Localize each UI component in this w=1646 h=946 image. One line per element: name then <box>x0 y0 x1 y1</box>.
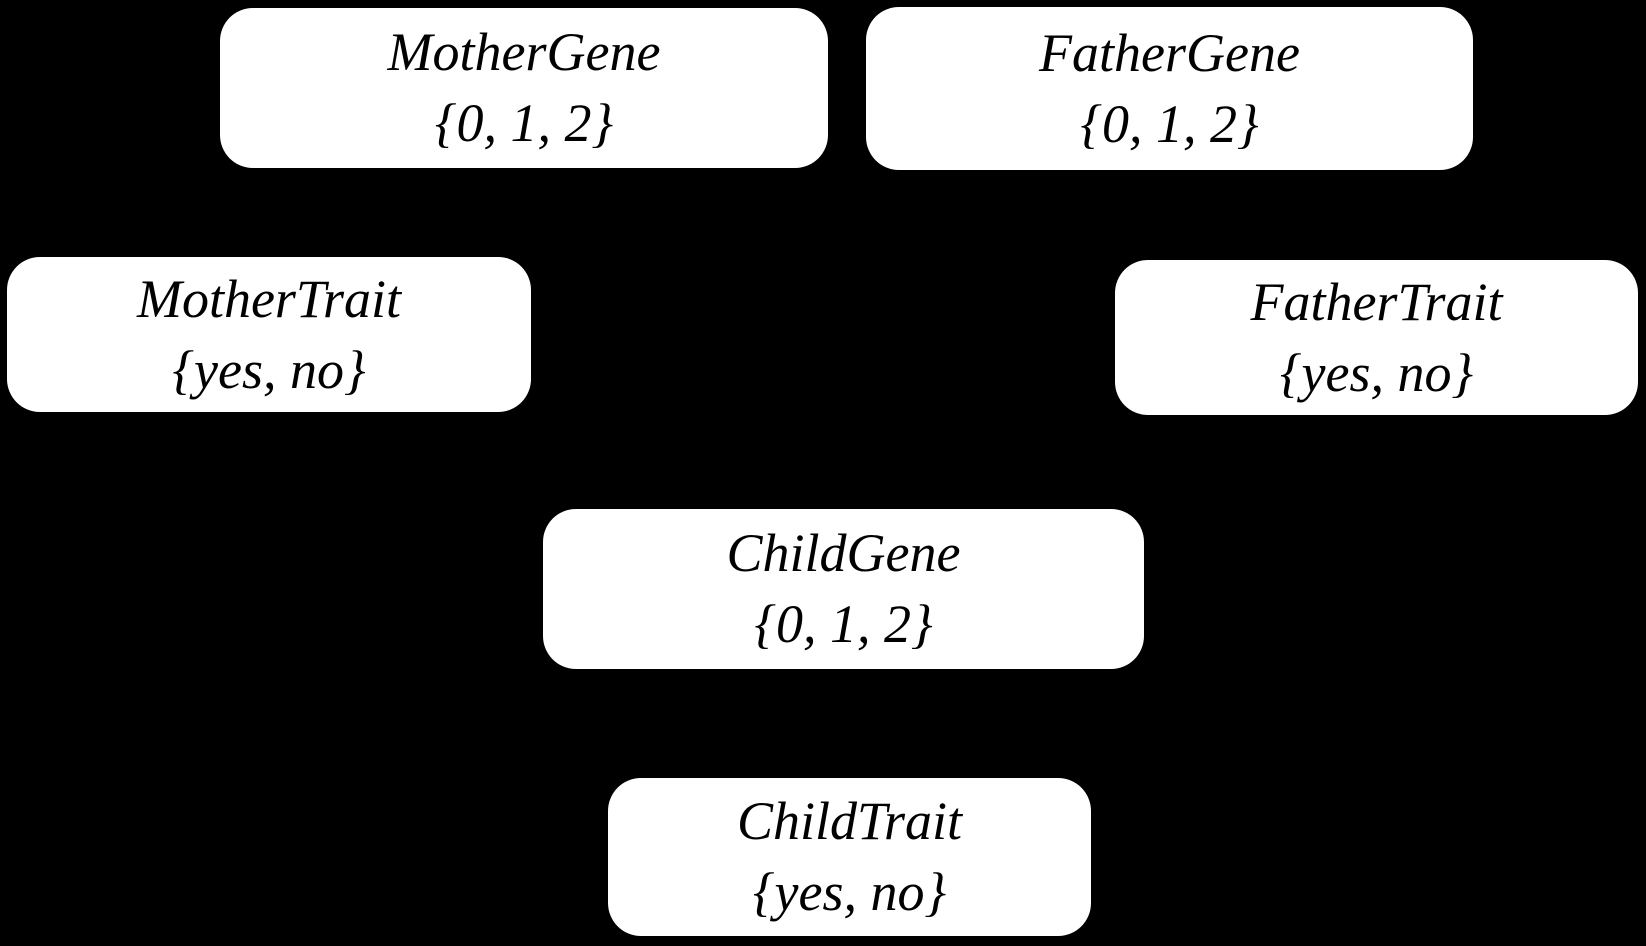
node-father-gene-domain: {0, 1, 2} <box>1080 93 1259 154</box>
node-child-trait-domain: {yes, no} <box>752 862 947 922</box>
node-child-gene-domain: {0, 1, 2} <box>754 594 933 654</box>
node-mother-trait-label: MotherTrait <box>136 268 402 329</box>
node-father-gene-label: FatherGene <box>1039 22 1300 83</box>
node-father-trait: FatherTrait {yes, no} <box>1115 260 1638 415</box>
node-child-gene: ChildGene {0, 1, 2} <box>543 509 1144 669</box>
node-child-gene-label: ChildGene <box>726 523 961 583</box>
node-father-trait-domain: {yes, no} <box>1279 342 1474 403</box>
node-father-gene: FatherGene {0, 1, 2} <box>866 7 1473 170</box>
node-mother-gene-label: MotherGene <box>387 22 661 82</box>
node-mother-gene: MotherGene {0, 1, 2} <box>220 8 828 168</box>
node-mother-trait-domain: {yes, no} <box>172 339 366 400</box>
node-father-trait-label: FatherTrait <box>1250 271 1503 332</box>
node-mother-gene-domain: {0, 1, 2} <box>434 93 614 153</box>
node-child-trait: ChildTrait {yes, no} <box>608 778 1091 936</box>
node-mother-trait: MotherTrait {yes, no} <box>7 257 531 412</box>
node-child-trait-label: ChildTrait <box>736 791 963 851</box>
